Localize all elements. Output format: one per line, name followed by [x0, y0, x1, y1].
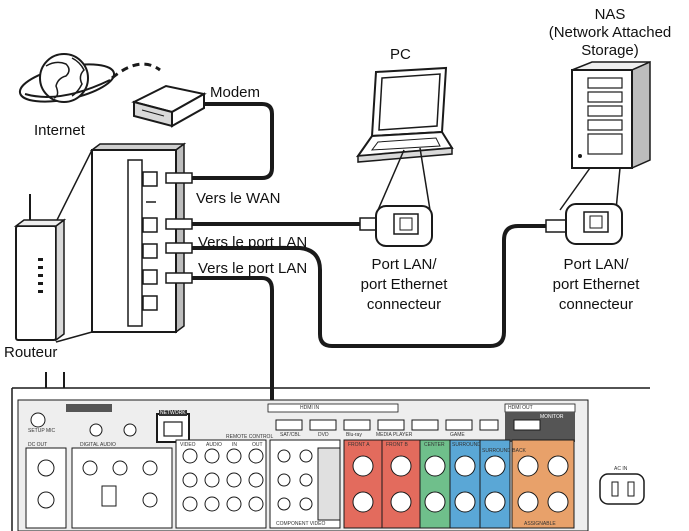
- router-label: Routeur: [4, 344, 58, 361]
- out-label: OUT: [252, 442, 263, 448]
- audio-label: AUDIO: [206, 442, 222, 448]
- to-lan-label-1: Vers le port LAN: [198, 234, 308, 251]
- front-b-label: FRONT B: [386, 442, 408, 448]
- sat-cbl-label: SAT/CBL: [280, 432, 301, 438]
- ethernet-port-icon: [375, 205, 433, 247]
- dvd-label: DVD: [318, 432, 329, 438]
- switch-icon: [89, 142, 187, 334]
- router-leader-lines: [55, 149, 93, 343]
- surround-back-label: SURROUND BACK: [482, 448, 526, 454]
- internet-label: Internet: [34, 122, 85, 139]
- center-label: CENTER: [424, 442, 445, 448]
- router-icon: [13, 194, 67, 342]
- hdmi-out-label: HDMI OUT: [508, 405, 533, 411]
- internet-modem-link: [111, 62, 161, 80]
- to-lan-label-2: Vers le port LAN: [198, 260, 308, 277]
- tower-icon: [571, 60, 651, 170]
- media-player-label: MEDIA PLAYER: [376, 432, 413, 438]
- pc-label: PC: [390, 46, 411, 63]
- remote-control-label: REMOTE CONTROL: [226, 434, 274, 440]
- hdmi-in-label: HDMI IN: [300, 405, 320, 411]
- ethernet-port-icon: [565, 203, 623, 245]
- nas-port-label-line1: Port LAN/: [563, 256, 629, 273]
- front-a-label: FRONT A: [348, 442, 370, 448]
- pc-leader-lines: [377, 147, 431, 211]
- nas-label-line1: NAS: [594, 6, 626, 23]
- pc-port-label-line2: port Ethernet: [360, 276, 448, 293]
- blu-ray-label: Blu-ray: [346, 432, 362, 438]
- network-port-label: NETWORK: [160, 410, 186, 416]
- modem-icon: [131, 84, 207, 128]
- digital-audio-label: DIGITAL AUDIO: [80, 442, 116, 448]
- pc-port-label-line1: Port LAN/: [371, 256, 437, 273]
- nas-port-label-line3: connecteur: [558, 296, 634, 313]
- pc-port-label-line3: connecteur: [366, 296, 442, 313]
- nas-port-label-line2: port Ethernet: [552, 276, 640, 293]
- in-label: IN: [232, 442, 237, 448]
- setup-mic-label: SETUP MIC: [28, 428, 56, 434]
- nas-leader-lines: [559, 167, 621, 211]
- game-label: GAME: [450, 432, 465, 438]
- video-label: VIDEO: [180, 442, 196, 448]
- component-video-label: COMPONENT VIDEO: [276, 521, 326, 527]
- globe-icon: [18, 53, 116, 103]
- laptop-icon: [355, 66, 454, 163]
- receiver-rear-panel: [11, 372, 650, 531]
- to-wan-label: Vers le WAN: [196, 190, 281, 207]
- assignable-label: ASSIGNABLE: [524, 521, 556, 527]
- ac-in-label: AC IN: [614, 466, 628, 472]
- modem-label: Modem: [210, 84, 261, 101]
- dc-out-label: DC OUT: [28, 442, 48, 448]
- surround-label: SURROUND: [452, 442, 481, 448]
- nas-label-line2: (Network Attached: [548, 24, 672, 41]
- nas-label-line3: Storage): [581, 42, 639, 59]
- monitor-label: MONITOR: [540, 414, 564, 420]
